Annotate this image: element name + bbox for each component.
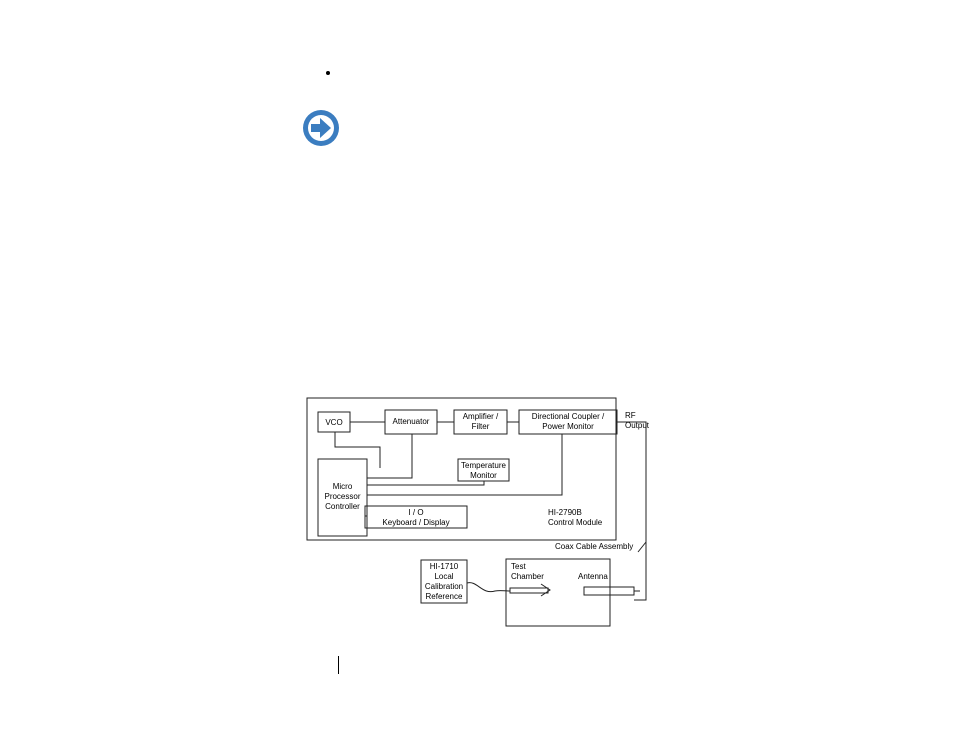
page-divider xyxy=(338,656,339,674)
controller-label: Micro Processor Controller xyxy=(324,482,361,511)
coupler-label: Directional Coupler / Power Monitor xyxy=(531,412,605,431)
bullet-point xyxy=(326,71,330,75)
antenna-label: Antenna xyxy=(578,572,608,581)
controller-box xyxy=(317,458,368,537)
arrow-right-circle-icon xyxy=(303,110,339,146)
chamber-label: Test Chamber xyxy=(511,562,544,581)
module-label: HI-2790B Control Module xyxy=(548,508,603,527)
temperature-label: Temperature Monitor xyxy=(461,461,506,480)
io-box xyxy=(364,505,468,529)
amplifier-label: Amplifier / Filter xyxy=(462,412,499,431)
io-label: I / O Keyboard / Display xyxy=(382,508,450,527)
attenuator-label: Attenuator xyxy=(392,417,430,426)
rf-output-label: RF Output xyxy=(625,411,650,430)
block-diagram: VCO Attenuator Amplifier / Filter Direct… xyxy=(300,395,650,630)
test-chamber-box xyxy=(505,558,611,627)
vco-label: VCO xyxy=(325,418,343,427)
coax-label: Coax Cable Assembly xyxy=(555,542,634,551)
calibration-label: HI-1710 Local Calibration Reference xyxy=(424,562,464,601)
diagram-lines xyxy=(306,397,647,627)
control-module-box xyxy=(306,397,617,541)
calibration-box xyxy=(420,559,468,604)
